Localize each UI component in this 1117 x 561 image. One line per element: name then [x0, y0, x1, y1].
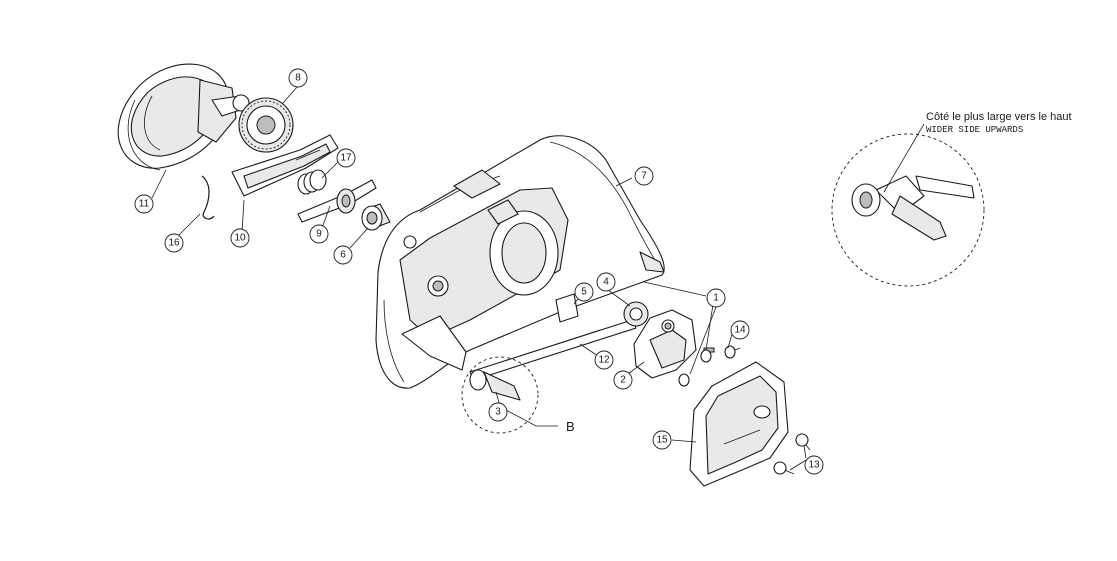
part-adjuster-end: [469, 369, 521, 401]
callout-12: 12: [594, 350, 614, 370]
part-guard-plate: [689, 361, 789, 487]
callout-11: 11: [134, 194, 154, 214]
detail-circle-b: [461, 356, 539, 434]
callout-label: 8: [295, 73, 301, 84]
part-adjuster: [297, 179, 377, 223]
callout-label: 14: [734, 325, 746, 336]
callout-7: 7: [634, 166, 654, 186]
part-small-plate: [555, 293, 579, 323]
callout-label: 5: [581, 287, 587, 298]
callout-label: 16: [168, 238, 180, 249]
callout-label: 4: [603, 277, 609, 288]
leader-lines: [151, 85, 925, 471]
callout-label: 12: [598, 355, 610, 366]
callout-13: 13: [804, 455, 824, 475]
part-spring: [297, 169, 327, 195]
callout-6: 6: [333, 245, 353, 265]
callout-16: 16: [164, 233, 184, 253]
part-oil-pump: [633, 309, 697, 379]
callout-label: 13: [808, 460, 820, 471]
callout-2: 2: [613, 370, 633, 390]
part-bushing: [361, 203, 391, 231]
callout-label: 10: [234, 233, 246, 244]
inset-detail: [831, 133, 985, 287]
callout-17: 17: [336, 148, 356, 168]
callout-label: 17: [340, 153, 352, 164]
callout-label: 9: [316, 229, 322, 240]
callout-5: 5: [574, 282, 594, 302]
part-clip: [201, 175, 215, 220]
callout-3: 3: [488, 402, 508, 422]
callout-1: 1: [706, 288, 726, 308]
callout-label: 15: [656, 435, 668, 446]
part-outer-ring: [117, 63, 250, 171]
callout-label: 1: [713, 293, 719, 304]
note-french: Côté le plus large vers le haut: [926, 111, 1072, 123]
callout-8: 8: [288, 68, 308, 88]
callout-9: 9: [309, 224, 329, 244]
callout-label: 7: [641, 171, 647, 182]
detail-letter: B: [566, 419, 575, 434]
note-english: WIDER SIDE UPWARDS: [926, 125, 1023, 135]
callout-label: 3: [495, 407, 501, 418]
callout-14: 14: [730, 320, 750, 340]
callout-15: 15: [652, 430, 672, 450]
part-small-gear: [623, 301, 649, 327]
callout-10: 10: [230, 228, 250, 248]
callout-label: 11: [139, 199, 150, 210]
callout-4: 4: [596, 272, 616, 292]
part-slide-block: [231, 134, 339, 197]
part-screws: [678, 345, 811, 475]
callout-label: 2: [620, 375, 626, 386]
callout-label: 6: [340, 250, 346, 261]
part-sprocket: [238, 97, 294, 153]
part-main-cover: [375, 135, 665, 389]
